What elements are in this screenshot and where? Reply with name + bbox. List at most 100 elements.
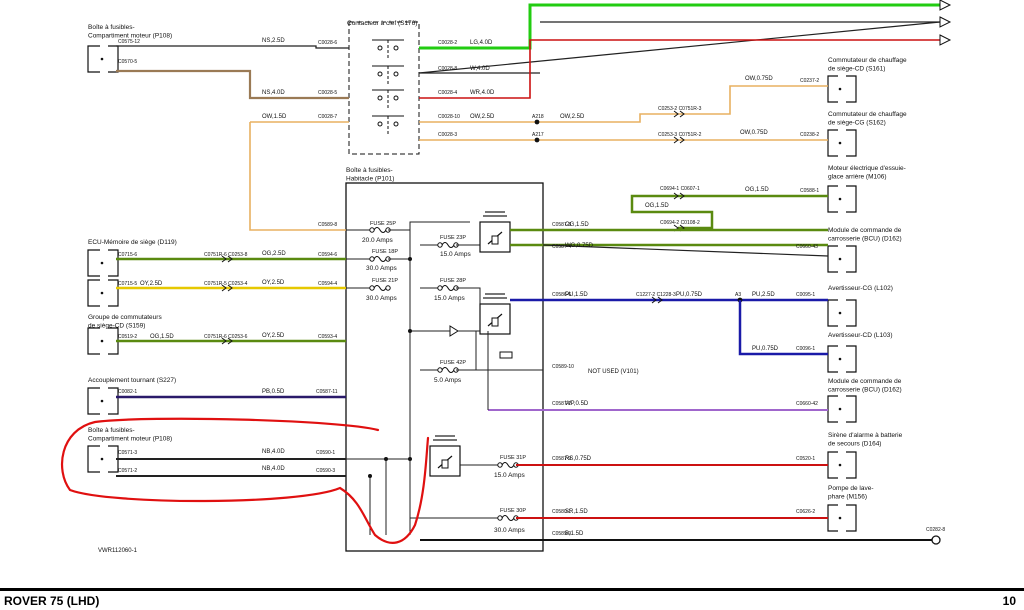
component-right-1-bracket (846, 129, 857, 157)
connector-label: C0237-2 (800, 78, 819, 84)
relay-3-body (429, 445, 461, 477)
wire-wr-40 (419, 39, 940, 99)
component-label-right-2: Moteur électrique d'essuie- (828, 165, 906, 172)
fuse-25p-element (373, 226, 387, 234)
component-right-8-pin (838, 516, 842, 520)
junction-dot (368, 474, 372, 478)
connector-label: C0028-6 (318, 40, 337, 46)
component-right-7-bracket (827, 451, 838, 479)
component-rotary-coupler-bracket (87, 387, 100, 415)
connector-label: C0589-8 (318, 222, 337, 228)
fuse-21p-element (373, 284, 387, 292)
fuse-23p-element (441, 241, 455, 249)
component-label-fuse-box-engine-2: Boîte à fusibles- (88, 427, 135, 434)
ground-icon (931, 535, 941, 545)
wire-label: OG,2.5D (262, 251, 286, 257)
wire-label: OY,2.5D (262, 280, 285, 286)
component-fuse-box-engine-bracket (87, 45, 100, 73)
relay-1-body (479, 221, 511, 253)
wire-label: OG,1.5D (745, 187, 769, 193)
connector-label: C0028-5 (318, 90, 337, 96)
relay-1-coil (491, 235, 499, 245)
wire-label: OW,0.75D (745, 76, 773, 82)
fuse-name: FUSE 42P (440, 360, 466, 366)
component-label-right-5: Avertisseur-CD (L103) (828, 332, 893, 339)
fuse-rating: 15.0 Amps (440, 251, 471, 258)
connector-label: C0028-3 (438, 132, 457, 138)
junction-dot (534, 137, 540, 143)
wiring-diagram: Boîte à fusibles- Compartiment moteur (P1… (60, 0, 952, 554)
component-label-fuse-box-engine-2: Compartiment moteur (P108) (88, 436, 172, 443)
component-right-2-bracket (827, 185, 838, 213)
page-title: ROVER 75 (LHD) (4, 594, 100, 608)
wire-ns-40 (116, 69, 349, 100)
component-label-ignition-switch: Contacteur à clef (S176) (347, 20, 417, 27)
connector-label: C0519-2 (118, 334, 137, 340)
fuse-name: FUSE 28P (440, 278, 466, 284)
connector-label: C0593-4 (318, 334, 337, 340)
fuse-name: FUSE 25P (370, 221, 396, 227)
inline-connector (673, 192, 685, 200)
connector-label: C0587-9 (552, 456, 571, 462)
component-right-2-bracket (846, 185, 857, 213)
note-not-used: NOT USED (V101) (588, 369, 639, 375)
wire-label: NB,4.0D (262, 449, 285, 455)
component-fuse-box-engine-pin (100, 57, 104, 61)
component-fuse-box-engine-2-pin (100, 457, 104, 461)
connector-label: C0095-1 (796, 292, 815, 298)
component-fuse-box-engine-bracket (108, 45, 119, 73)
wire-label: WG,0.75D (565, 243, 594, 249)
connector-label: C0587-11 (316, 389, 338, 395)
component-label-right-8: Pompe de lave- (828, 485, 874, 492)
wire-label: OW,0.75D (740, 130, 768, 136)
connector-label: C0238-2 (800, 132, 819, 138)
component-right-5-bracket (846, 345, 857, 373)
connector-label: C0589-10 (552, 364, 574, 370)
connector-label: C0587-8 (552, 222, 571, 228)
connector-label: C0580-1 (552, 509, 571, 515)
fuse-21p-terminal (369, 285, 375, 291)
junction-dot (408, 257, 412, 261)
page-number: 10 (1002, 594, 1016, 608)
component-label-fuse-box-engine: Boîte à fusibles- (88, 24, 135, 31)
resistor-icon (499, 351, 513, 359)
relay-2-coil (491, 317, 499, 327)
component-seat-memory-ecu-pin (100, 261, 104, 265)
component-right-0-pin (838, 87, 842, 91)
connector-label: C0253-3 C0751R-2 (658, 132, 702, 138)
wire-hidden (542, 244, 829, 257)
fuse-name: FUSE 30P (500, 508, 526, 514)
component-seat-memory-ecu-bracket (87, 249, 100, 277)
wire-label: PU,2.5D (752, 292, 775, 298)
connector-label: C0594-6 (318, 252, 337, 258)
connector-label: C0571-2 (118, 468, 137, 474)
component-fuse-box-engine-2-bracket (87, 445, 100, 473)
switch-terminal (393, 95, 399, 101)
component-label-right-6: Module de commande de (828, 378, 902, 385)
component-seat-switch-group-bracket (87, 327, 100, 355)
inline-connector (221, 284, 233, 292)
component-right-7-bracket (846, 451, 857, 479)
component-label-right-2: glace arrière (M106) (828, 174, 887, 181)
component-rotary-coupler-bracket (108, 387, 119, 415)
inline-connector (673, 110, 685, 118)
fuse-31p-terminal (497, 462, 503, 468)
connector-label: C0570-5 (118, 59, 137, 65)
connector-label: C0571-3 (118, 450, 137, 456)
fuse-box-habitacle-outline (345, 182, 544, 552)
component-right-4-bracket (827, 299, 838, 327)
wire-label: WP,0.5D (565, 401, 589, 407)
component-label-rotary-coupler: Accouplement tournant (S227) (88, 377, 176, 384)
wire-label: OY,2.5D (262, 333, 285, 339)
wire-label: NS,4.0D (262, 90, 285, 96)
component-right-1-bracket (827, 129, 838, 157)
component-label-right-3: Module de commande de (828, 227, 902, 234)
wire-internal (456, 287, 481, 310)
switch-terminal (377, 95, 383, 101)
connector-label: C0594-4 (318, 281, 337, 287)
fuse-28p-terminal (437, 285, 443, 291)
inline-connector (673, 136, 685, 144)
component-right-8-bracket (846, 504, 857, 532)
relay-2-body (479, 303, 511, 335)
inline-connector (651, 296, 663, 304)
